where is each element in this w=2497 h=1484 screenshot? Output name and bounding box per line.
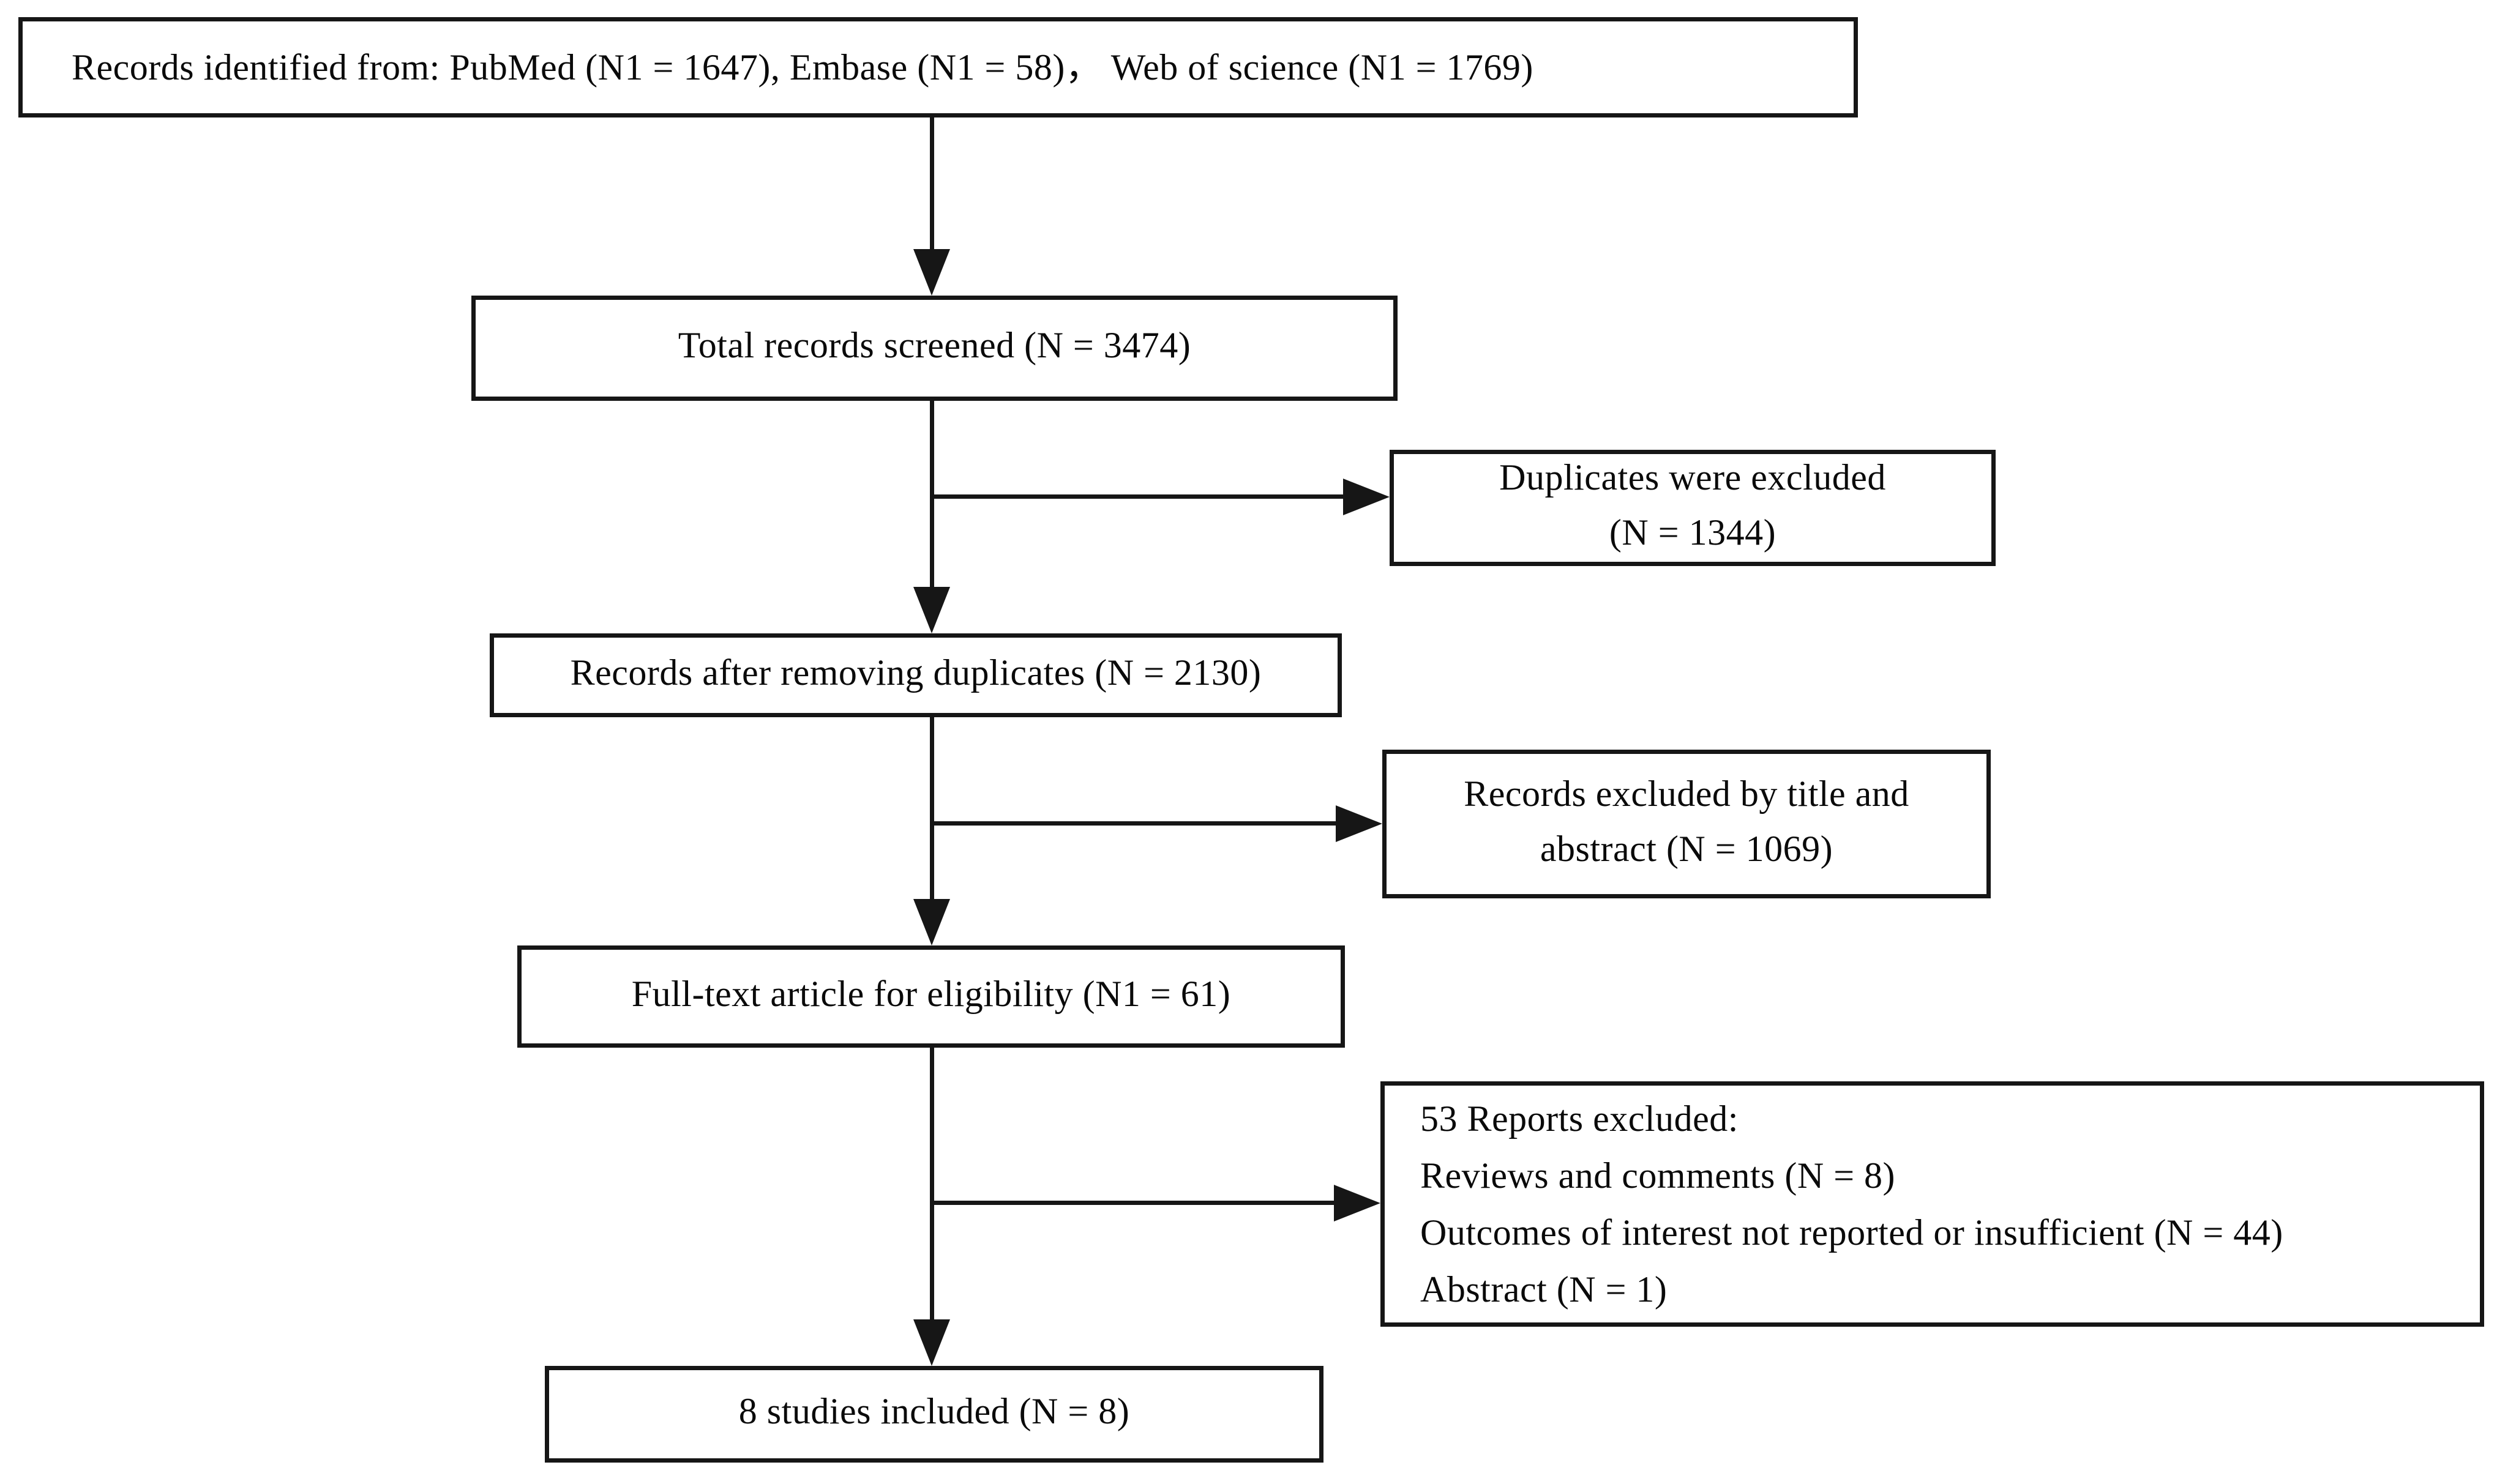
connector-screened-to-dedup xyxy=(930,401,934,587)
box-reports-excluded: 53 Reports excluded: Reviews and comment… xyxy=(1380,1081,2484,1327)
box-fulltext-eligibility: Full-text article for eligibility (N1 = … xyxy=(517,945,1345,1048)
box-studies-included: 8 studies included (N = 8) xyxy=(545,1366,1323,1463)
box-records-identified: Records identified from: PubMed (N1 = 16… xyxy=(18,17,1858,117)
arrowhead-down-fulltext xyxy=(913,899,950,945)
arrowhead-down-included xyxy=(913,1319,950,1366)
arrowhead-down-screened xyxy=(913,249,950,296)
connector-identification-to-screened xyxy=(930,117,934,253)
records-identified-text: Records identified from: PubMed (N1 = 16… xyxy=(72,47,1533,88)
box-records-after-removing-duplicates: Records after removing duplicates (N = 2… xyxy=(490,633,1342,717)
connector-fulltext-to-included xyxy=(930,1048,934,1320)
reports-excluded-line-0: 53 Reports excluded: xyxy=(1420,1098,1739,1139)
duplicates-excluded-line2: (N = 1344) xyxy=(1609,512,1776,553)
studies-included-text: 8 studies included (N = 8) xyxy=(738,1391,1130,1431)
reports-excluded-line-1: Reviews and comments (N = 8) xyxy=(1420,1155,1896,1196)
connector-branch-duplicates xyxy=(930,494,1343,499)
records-excluded-title-abstract-line1: Records excluded by title and xyxy=(1464,773,1909,814)
arrowhead-right-reports-excluded xyxy=(1334,1185,1380,1221)
connector-branch-title-abstract xyxy=(930,821,1336,826)
arrowhead-right-title-abstract xyxy=(1336,805,1382,842)
fulltext-eligibility-text: Full-text article for eligibility (N1 = … xyxy=(631,973,1231,1014)
total-records-screened-text: Total records screened (N = 3474) xyxy=(678,325,1191,365)
arrowhead-down-dedup xyxy=(913,587,950,633)
reports-excluded-line-3: Abstract (N = 1) xyxy=(1420,1269,1668,1310)
duplicates-excluded-line1: Duplicates were excluded xyxy=(1499,457,1886,498)
box-duplicates-excluded: Duplicates were excluded (N = 1344) xyxy=(1390,450,1996,566)
records-excluded-title-abstract-line2: abstract (N = 1069) xyxy=(1540,828,1833,869)
box-records-excluded-title-abstract: Records excluded by title and abstract (… xyxy=(1382,750,1991,898)
reports-excluded-line-2: Outcomes of interest not reported or ins… xyxy=(1420,1212,2283,1253)
records-after-removing-duplicates-text: Records after removing duplicates (N = 2… xyxy=(570,652,1262,693)
box-total-records-screened: Total records screened (N = 3474) xyxy=(471,296,1398,401)
connector-dedup-to-fulltext xyxy=(930,717,934,900)
connector-branch-reports-excluded xyxy=(930,1201,1334,1205)
arrowhead-right-duplicates xyxy=(1343,479,1390,515)
